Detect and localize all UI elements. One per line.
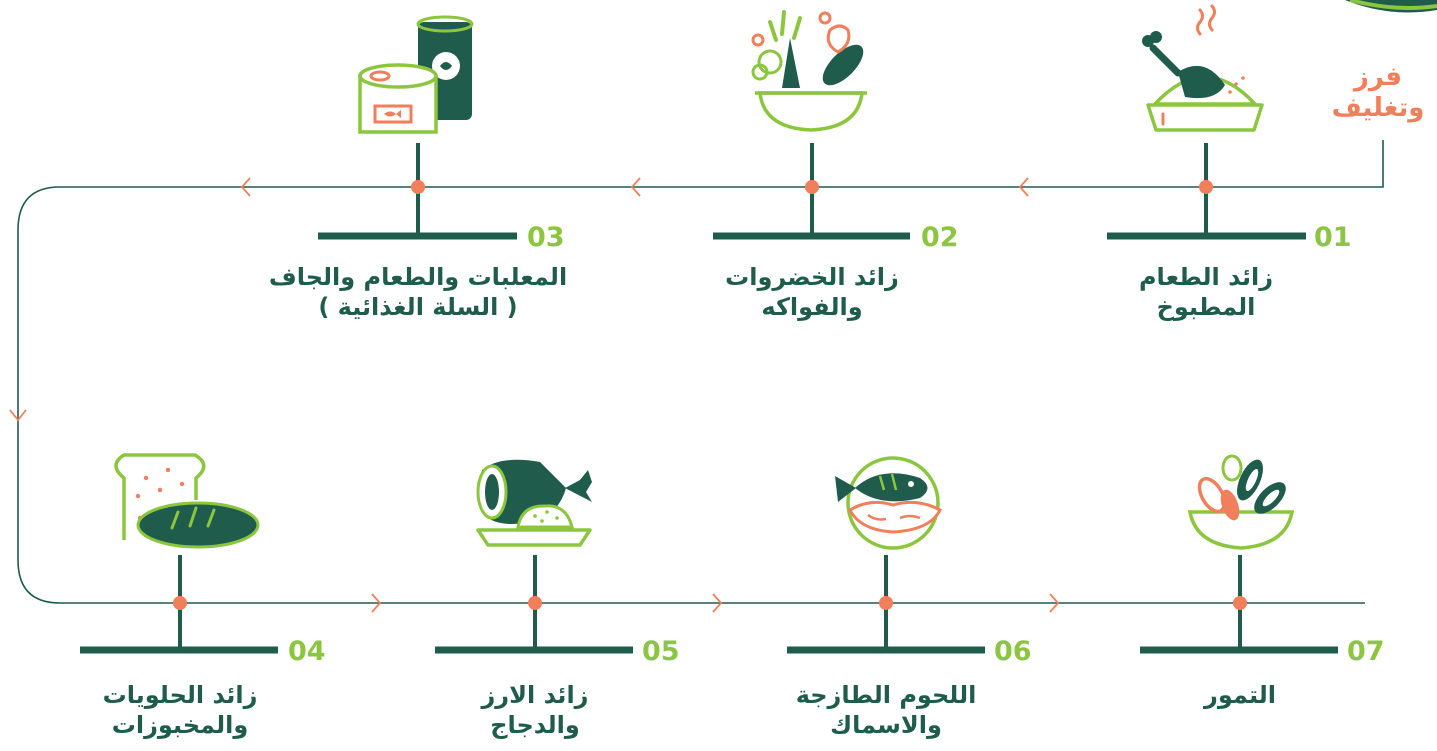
station-03 <box>318 15 517 240</box>
station-label: المعلبات والطعام والجاف ( السلة الغذائية… <box>258 262 578 322</box>
station-label: زائد الارز والدجاج <box>395 680 675 740</box>
arrow-left <box>1018 177 1029 197</box>
arrow-left <box>240 177 251 197</box>
station-07 <box>1140 454 1338 654</box>
station-number: 04 <box>288 636 326 667</box>
station-number: 02 <box>921 222 959 253</box>
station-02 <box>713 10 910 240</box>
arrow-down <box>9 409 27 422</box>
station-label: زائد الحلويات والمخبوزات <box>40 680 320 740</box>
station-number: 05 <box>642 636 680 667</box>
note-line-2: وتغليف <box>1331 93 1425 123</box>
label-line: زائد الحلويات <box>102 681 258 709</box>
dates-bowl-icon <box>1187 454 1295 550</box>
station-number: 03 <box>527 222 565 253</box>
label-line: المعلبات والطعام والجاف <box>268 263 568 291</box>
station-05 <box>435 459 633 654</box>
station-number: 01 <box>1314 222 1352 253</box>
arrow-right <box>712 593 723 613</box>
label-line: زائد الخضروات <box>725 263 899 291</box>
vegetable-bowl-icon <box>751 10 867 132</box>
station-label: التمور <box>1100 680 1380 710</box>
label-line: المطبوخ <box>1156 293 1256 321</box>
station-number: 06 <box>994 636 1032 667</box>
flow-arrows <box>9 177 1060 613</box>
bread-icon <box>114 453 260 549</box>
station-number: 07 <box>1347 636 1385 667</box>
station-label: زائد الطعام المطبوخ <box>1066 262 1346 322</box>
cooked-chicken-icon <box>1142 4 1264 132</box>
station-01 <box>1107 4 1306 240</box>
label-line: زائد الارز <box>481 681 589 709</box>
fish-plate-icon <box>835 456 942 550</box>
sorting-packing-note: فرز وتغليف <box>1322 62 1434 124</box>
label-line: زائد الطعام <box>1138 263 1274 291</box>
label-line: اللحوم الطازجة <box>795 681 977 709</box>
flow-line <box>17 140 1384 604</box>
arrow-right <box>1049 593 1060 613</box>
label-line: والمخبوزات <box>111 711 249 739</box>
note-line-1: فرز <box>1353 62 1403 92</box>
canned-food-icon <box>358 15 474 134</box>
station-label: زائد الخضروات والفواكه <box>672 262 952 322</box>
label-line: والفواكه <box>761 293 863 321</box>
label-line: التمور <box>1204 681 1276 709</box>
rice-and-meat-icon <box>476 459 592 547</box>
arrow-left <box>630 177 641 197</box>
arrow-right <box>371 593 382 613</box>
station-04 <box>80 453 278 654</box>
label-line: ( السلة الغذائية ) <box>318 293 518 321</box>
station-06 <box>787 456 985 654</box>
station-label: اللحوم الطازجة والاسماك <box>746 680 1026 740</box>
label-line: والدجاج <box>490 711 580 739</box>
label-line: والاسماك <box>830 711 942 739</box>
